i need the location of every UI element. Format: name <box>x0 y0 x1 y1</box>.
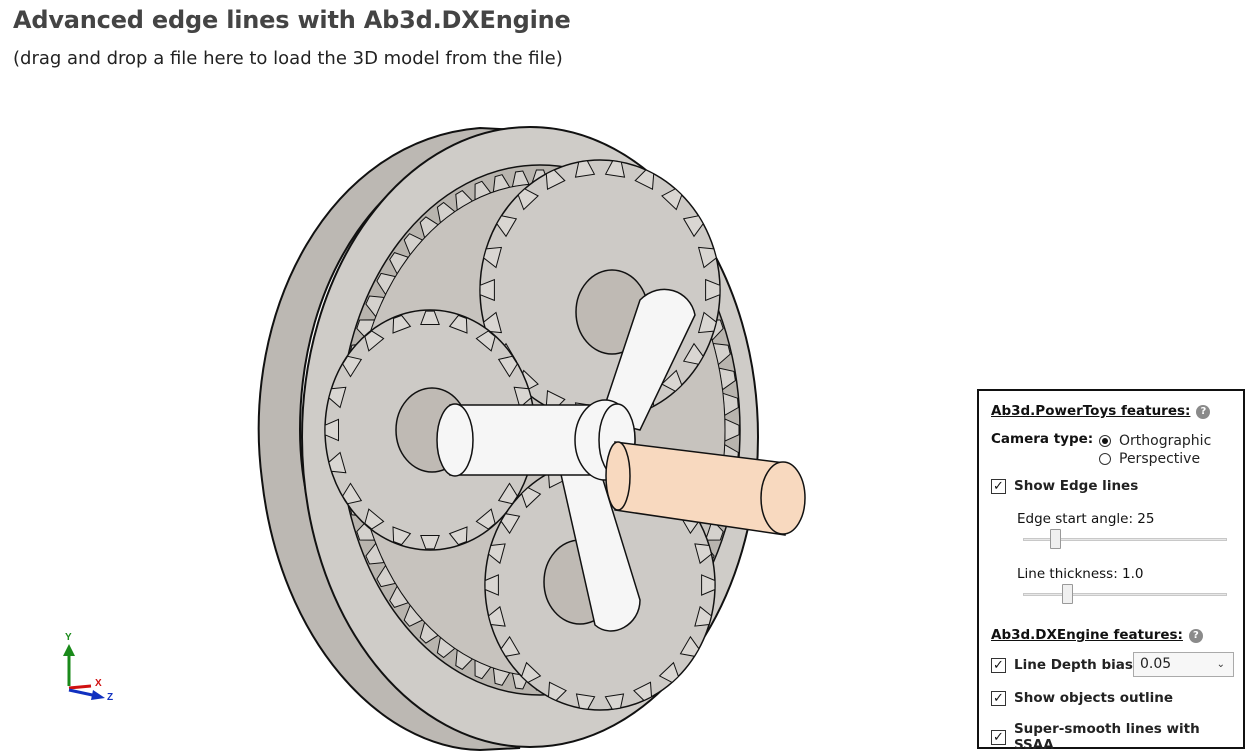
gear-tooth <box>574 160 596 178</box>
gear-tooth <box>448 314 468 334</box>
gear-tooth <box>475 330 496 352</box>
gear-tooth <box>364 330 385 352</box>
gear-tooth <box>682 215 704 238</box>
depth-bias-value: 0.05 <box>1140 656 1172 672</box>
gear-tooth <box>521 486 542 509</box>
help-icon[interactable]: ? <box>1196 405 1211 419</box>
edge-angle-label: Edge start angle: 25 <box>1017 511 1155 527</box>
gear-tooth <box>604 693 625 710</box>
gear-tooth <box>342 355 363 378</box>
depth-bias-select[interactable]: 0.05 ⌄ <box>1133 652 1234 677</box>
gear-tooth <box>324 418 339 442</box>
help-icon[interactable]: ? <box>1188 629 1203 643</box>
axis-y-arrow <box>63 644 75 656</box>
line-thickness-thumb[interactable] <box>1062 584 1073 604</box>
checkbox-icon[interactable]: ✓ <box>991 690 1006 706</box>
chevron-down-icon: ⌄ <box>1216 659 1225 670</box>
show-outline-checkbox[interactable]: ✓ Show objects outline <box>991 690 1173 706</box>
axis-z-arrow <box>91 690 105 700</box>
radio-orthographic[interactable]: Orthographic <box>1099 433 1211 449</box>
line-thickness-track[interactable] <box>1023 593 1227 596</box>
gear-tooth <box>697 246 717 269</box>
gear-tooth <box>521 661 542 684</box>
radio-perspective-button[interactable] <box>1099 453 1111 465</box>
gear-tooth <box>697 311 717 334</box>
line-thickness-label: Line thickness: 1.0 <box>1017 566 1144 582</box>
gear-tooth <box>392 314 412 334</box>
planetary-gear-model <box>257 126 806 752</box>
gear-tooth <box>701 574 716 596</box>
ssaa-checkbox[interactable]: ✓ Super-smooth lines with SSAA <box>991 721 1243 753</box>
gear-tooth <box>500 635 521 657</box>
powertoys-section-title: Ab3d.PowerToys features:? <box>991 403 1211 419</box>
gear-tooth <box>661 188 683 211</box>
gear-tooth <box>500 513 521 535</box>
edge-angle-slider[interactable] <box>1023 529 1227 549</box>
checkbox-icon[interactable]: ✓ <box>991 729 1006 745</box>
gear-tooth <box>420 535 440 550</box>
radio-perspective[interactable]: Perspective <box>1099 451 1200 467</box>
line-depth-bias-checkbox[interactable]: ✓ Line Depth bias: <box>991 657 1138 673</box>
ssaa-label: Super-smooth lines with SSAA <box>1013 721 1200 753</box>
gear-tooth <box>479 278 495 302</box>
edge-angle-track[interactable] <box>1023 538 1227 541</box>
gear-tooth <box>342 482 363 505</box>
show-outline-label: Show objects outline <box>1014 690 1174 706</box>
edge-angle-thumb[interactable] <box>1050 529 1061 549</box>
gear-tooth <box>634 169 655 190</box>
gear-tooth <box>448 526 468 546</box>
gear-tooth <box>364 508 385 530</box>
gear-tooth <box>705 278 721 302</box>
gear-tooth <box>604 160 626 178</box>
gear-tooth <box>420 310 440 325</box>
page-title: Advanced edge lines with Ab3d.DXEngine <box>13 6 571 34</box>
gear-tooth <box>545 169 566 190</box>
planet-carrier <box>436 288 696 632</box>
axis-z-label: Z <box>107 692 113 703</box>
gear-tooth <box>694 605 712 627</box>
gear-tooth <box>633 681 653 702</box>
3d-viewport[interactable] <box>0 80 1252 753</box>
gear-tooth <box>496 215 518 238</box>
gear-tooth <box>679 635 700 657</box>
gear-tooth <box>547 681 567 702</box>
gear-tooth <box>575 693 596 710</box>
gear-tooth <box>475 508 496 530</box>
settings-panel: Ab3d.PowerToys features:? Camera type: O… <box>977 389 1245 753</box>
radio-orthographic-button[interactable] <box>1099 435 1111 447</box>
axis-x-label: X <box>95 678 102 689</box>
line-depth-bias-label: Line Depth bias: <box>1014 657 1139 673</box>
gear-tooth <box>488 605 506 627</box>
gear-tooth <box>658 661 679 684</box>
show-edge-lines-checkbox[interactable]: ✓ Show Edge lines <box>991 478 1138 494</box>
show-edge-lines-label: Show Edge lines <box>1014 478 1139 494</box>
radio-orthographic-label: Orthographic <box>1119 433 1212 449</box>
axis-x-line <box>68 684 92 690</box>
gear-tooth <box>661 369 683 392</box>
gear-tooth <box>328 386 347 409</box>
axis-y-label: Y <box>65 632 72 643</box>
dxengine-section-title: Ab3d.DXEngine features:? <box>991 627 1203 643</box>
page-subtitle: (drag and drop a file here to load the 3… <box>13 48 563 69</box>
checkbox-icon[interactable]: ✓ <box>991 657 1006 673</box>
camera-type-label: Camera type: <box>991 431 1094 447</box>
gear-tooth <box>483 246 503 269</box>
line-thickness-slider[interactable] <box>1023 584 1227 604</box>
gear-tooth <box>484 574 499 596</box>
powertoys-title-text: Ab3d.PowerToys features: <box>991 403 1191 419</box>
gear-tooth <box>488 543 506 565</box>
gear-tooth <box>682 342 704 365</box>
gear-tooth <box>694 543 712 565</box>
gear-tooth <box>497 355 518 378</box>
checkbox-icon[interactable]: ✓ <box>991 478 1006 494</box>
gear-tooth <box>513 386 532 409</box>
dxengine-title-text: Ab3d.DXEngine features: <box>991 627 1183 643</box>
gear-tooth <box>328 451 347 474</box>
radio-perspective-label: Perspective <box>1119 451 1201 467</box>
output-shaft <box>605 441 806 536</box>
axis-gizmo: Y X Z <box>63 632 113 703</box>
gear-tooth <box>517 188 539 211</box>
gear-tooth <box>392 526 412 546</box>
